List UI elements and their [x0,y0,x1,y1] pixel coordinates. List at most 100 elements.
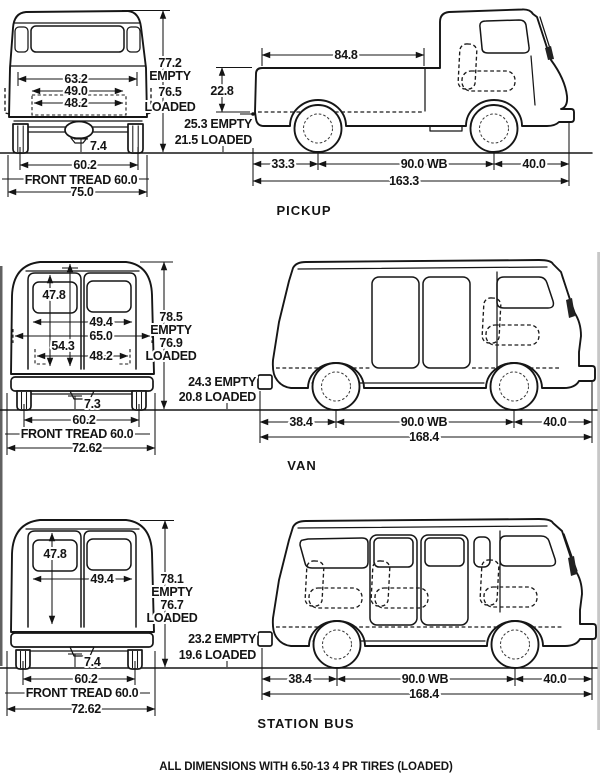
svg-text:21.5 LOADED: 21.5 LOADED [175,133,253,147]
svg-text:78.1: 78.1 [160,572,183,586]
svg-text:LOADED: LOADED [145,100,196,114]
bus-title: STATION BUS [257,716,354,731]
svg-text:FRONT TREAD 60.0: FRONT TREAD 60.0 [25,173,138,187]
van-side-view: 24.3 EMPTY 20.8 LOADED 38.4 90.0 WB 40.0… [177,259,596,446]
svg-text:25.3 EMPTY: 25.3 EMPTY [184,117,253,131]
dim-van-overall-width: 72.62 [6,393,156,457]
label-pickup-floor-height: 25.3 EMPTY 21.5 LOADED [173,112,255,152]
dim-van-lengths: 38.4 90.0 WB 40.0 168.4 [259,382,593,446]
svg-text:49.4: 49.4 [90,572,113,586]
vent-window [566,298,575,318]
cargo-door [422,276,471,369]
rear-door [27,530,82,628]
svg-text:168.4: 168.4 [409,687,439,701]
svg-text:75.0: 75.0 [70,185,93,199]
svg-text:EMPTY: EMPTY [150,323,193,337]
svg-text:76.7: 76.7 [160,598,183,612]
dim-pickup-clearance: 7.4 [74,137,109,155]
rear-wheel [312,620,362,669]
rear-door [27,272,82,370]
corner-window [126,26,141,53]
dim-van-clearance: 7.3 [68,395,103,413]
dim-pickup-upper-width: 63.2 [17,70,138,88]
svg-text:19.6 LOADED: 19.6 LOADED [179,648,257,662]
svg-text:76.9: 76.9 [159,336,182,350]
cargo-door [371,276,420,369]
dim-bus-door-width: 49.4 [32,570,133,588]
svg-text:7.4: 7.4 [90,139,107,153]
dim-bus-door-height: 47.8 [41,532,69,625]
label-bus-floor-height: 23.2 EMPTY 19.6 LOADED [177,630,259,667]
door-window [86,280,132,313]
grille-opening-hidden [31,94,127,116]
svg-text:33.3: 33.3 [271,157,294,171]
door-window [373,537,414,568]
svg-text:49.0: 49.0 [64,84,87,98]
corner-window [14,26,29,53]
fender-hidden-line [141,88,152,116]
svg-text:90.0 WB: 90.0 WB [401,157,448,171]
rear-bumper [257,631,273,647]
dim-pickup-height: 77.2 EMPTY 76.5 LOADED [122,9,198,153]
bus-side-view: 23.2 EMPTY 19.6 LOADED 38.4 90.0 WB 40.0… [177,518,597,703]
door-window [424,537,465,567]
tire [127,123,144,154]
svg-text:163.3: 163.3 [389,174,419,188]
van-section: 47.8 54.3 49.4 65.0 48.2 [0,259,598,473]
svg-text:LOADED: LOADED [146,349,197,363]
svg-text:49.4: 49.4 [89,315,112,329]
pickup-title: PICKUP [276,203,331,218]
bumper [10,632,154,648]
van-title: VAN [287,458,316,473]
vent-window [473,536,491,568]
rear-wheel [293,104,343,153]
svg-text:EMPTY: EMPTY [149,69,192,83]
svg-text:84.8: 84.8 [334,48,357,62]
side-door [369,534,418,626]
svg-text:23.2 EMPTY: 23.2 EMPTY [188,632,257,646]
van-front-view: 47.8 54.3 49.4 65.0 48.2 [5,261,199,457]
svg-text:40.0: 40.0 [522,157,545,171]
dim-pickup-bed-length: 84.8 [261,46,425,66]
svg-text:90.0 WB: 90.0 WB [401,415,448,429]
dim-pickup-tread: 60.2 FRONT TREAD 60.0 [2,147,149,189]
van-body-outline [10,261,155,375]
dim-bus-height: 78.1 EMPTY 76.7 LOADED [140,519,200,668]
vent-window [568,556,577,576]
svg-text:60.2: 60.2 [72,413,95,427]
svg-text:48.2: 48.2 [89,349,112,363]
svg-text:24.3 EMPTY: 24.3 EMPTY [188,375,257,389]
svg-text:40.0: 40.0 [543,415,566,429]
svg-text:63.2: 63.2 [64,72,87,86]
svg-text:40.0: 40.0 [543,672,566,686]
hitch-step [69,646,95,657]
dim-van-tread: 60.2 FRONT TREAD 60.0 [5,404,150,443]
svg-text:65.0: 65.0 [89,329,112,343]
rear-wheel [311,362,361,411]
door-window [32,281,78,314]
svg-text:EMPTY: EMPTY [151,585,194,599]
svg-text:20.8 LOADED: 20.8 LOADED [179,390,257,404]
svg-text:47.8: 47.8 [43,547,66,561]
differential [64,120,94,140]
dim-van-height: 78.5 EMPTY 76.9 LOADED [140,261,199,410]
rear-door [83,272,137,370]
front-wheel [489,362,539,411]
dim-van-body-width: 65.0 [12,327,153,345]
front-wheel [490,620,540,669]
svg-text:7.4: 7.4 [84,655,101,669]
pickup-section: 63.2 49.0 48.2 77.2 EMPTY 76.5 LOADED [0,8,593,218]
svg-text:77.2: 77.2 [158,56,181,70]
dim-pickup-lengths: 33.3 90.0 WB 40.0 163.3 [252,122,570,190]
dim-van-interior-height: 54.3 [49,263,78,367]
dim-van-door-width: 49.4 [32,313,133,331]
step [429,125,463,132]
svg-text:54.3: 54.3 [51,339,74,353]
dim-pickup-lower-width: 48.2 [33,94,124,112]
bus-body-outline [10,519,155,633]
footnote: ALL DIMENSIONS WITH 6.50-13 4 PR TIRES (… [159,761,453,773]
pickup-side-view: 84.8 22.8 25.3 EMPTY 21.5 LOADED 33.3 90… [173,8,575,190]
svg-text:48.2: 48.2 [64,96,87,110]
